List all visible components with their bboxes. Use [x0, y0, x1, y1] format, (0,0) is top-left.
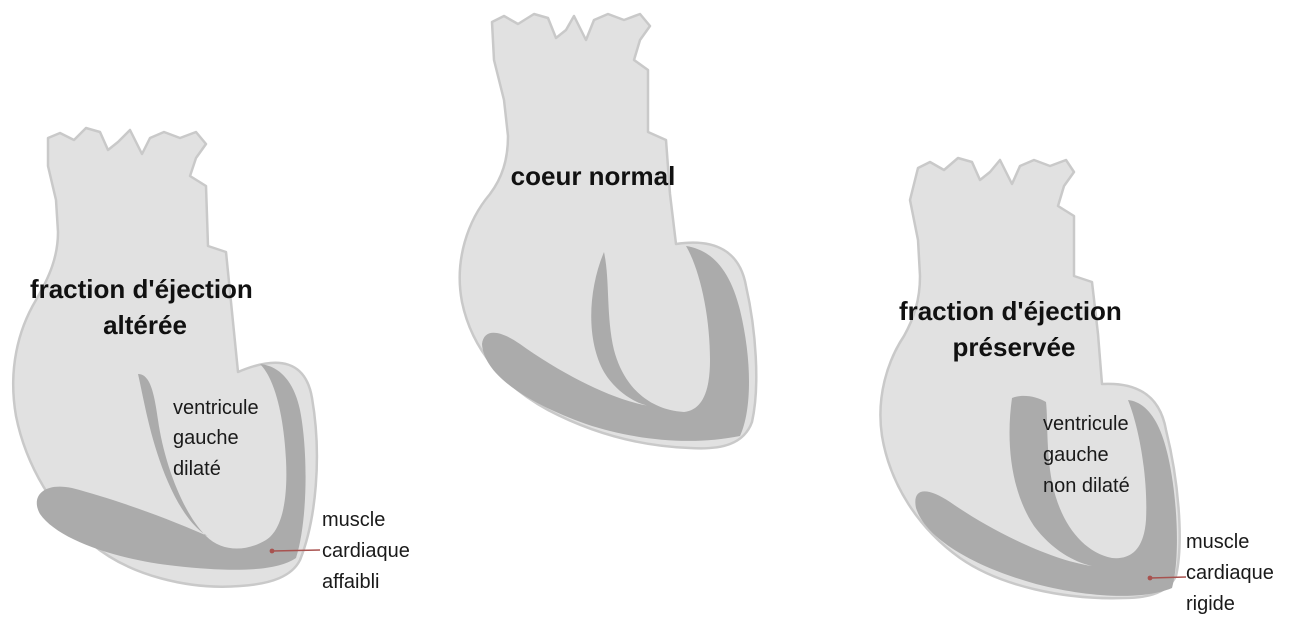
heart-preserved-ef: fraction d'éjection préservée ventricule… — [880, 158, 1279, 615]
pointer-weakened-muscle — [272, 550, 320, 551]
title-reduced-ef-line1: fraction d'éjection — [30, 274, 253, 304]
label-weakened-muscle-line3: affaibli — [322, 571, 379, 593]
label-dilated-ventricle-line1: ventricule — [173, 397, 259, 419]
label-rigid-muscle: muscle cardiaque rigide — [1186, 531, 1279, 615]
heart-preserved-ef-silhouette — [880, 158, 1179, 598]
label-rigid-muscle-line3: rigide — [1186, 593, 1235, 615]
label-weakened-muscle: muscle cardiaque affaibli — [322, 509, 415, 593]
pointer-weakened-muscle-dot — [270, 549, 275, 554]
label-weakened-muscle-line2: cardiaque — [322, 540, 410, 562]
title-preserved-ef-line2: préservée — [953, 332, 1076, 362]
pointer-rigid-muscle — [1150, 577, 1186, 578]
heart-normal: coeur normal — [460, 14, 757, 448]
pointer-rigid-muscle-dot — [1148, 576, 1153, 581]
title-reduced-ef-line2: altérée — [103, 310, 187, 340]
label-rigid-muscle-line2: cardiaque — [1186, 562, 1274, 584]
label-non-dilated-ventricle-line3: non dilaté — [1043, 475, 1130, 497]
label-dilated-ventricle-line3: dilaté — [173, 458, 221, 480]
label-dilated-ventricle-line2: gauche — [173, 427, 239, 449]
title-normal-line1: coeur normal — [511, 161, 676, 191]
label-non-dilated-ventricle-line2: gauche — [1043, 444, 1109, 466]
title-preserved-ef-line1: fraction d'éjection — [899, 296, 1122, 326]
label-rigid-muscle-line1: muscle — [1186, 531, 1249, 553]
label-weakened-muscle-line1: muscle — [322, 509, 385, 531]
title-normal: coeur normal — [511, 161, 676, 191]
label-non-dilated-ventricle-line1: ventricule — [1043, 413, 1129, 435]
heart-reduced-ef: fraction d'éjection altérée ventricule g… — [13, 128, 415, 593]
